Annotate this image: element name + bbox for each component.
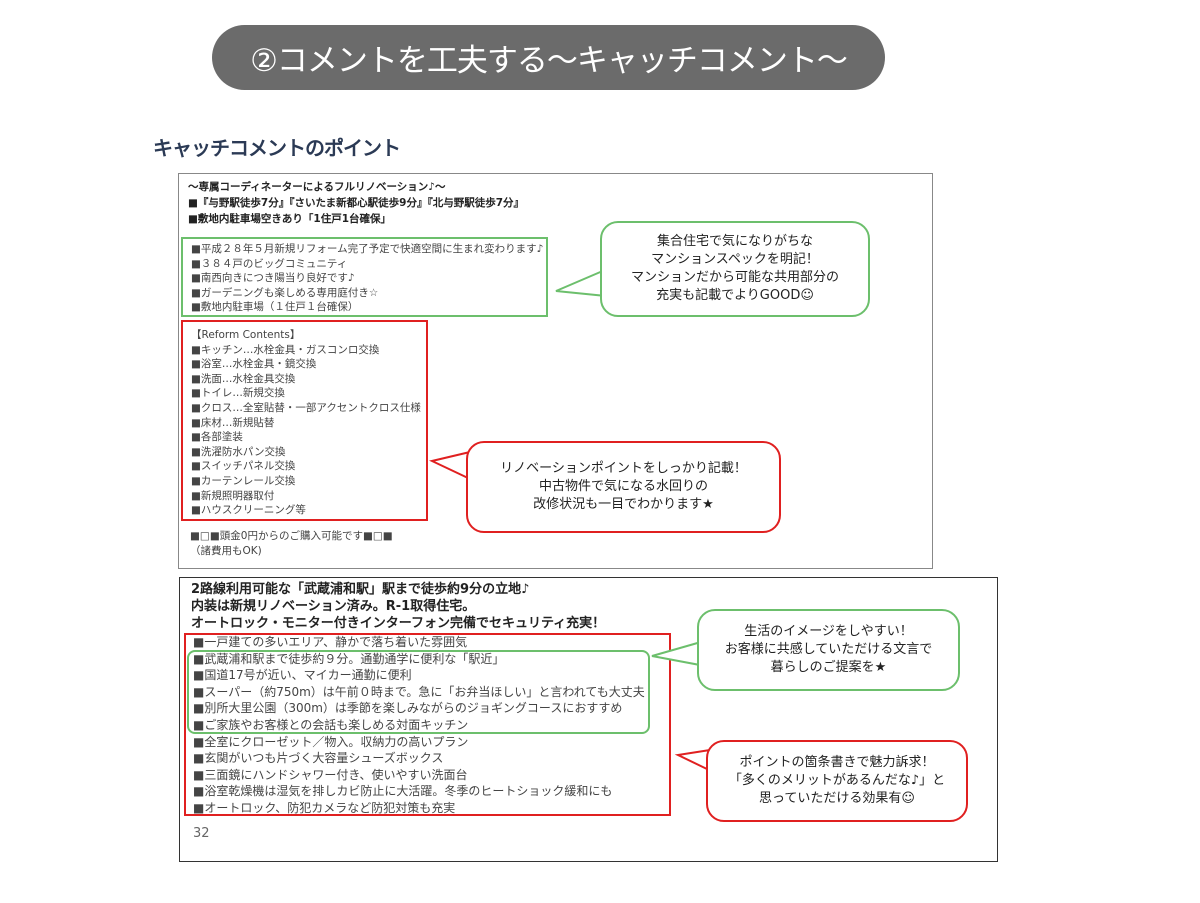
- text-line: ■３８４戸のビッグコミュニティ: [191, 257, 348, 270]
- text-line: ■ハウスクリーニング等: [191, 504, 306, 517]
- text-line: ■スイッチパネル交換: [191, 460, 296, 473]
- text-line: ■トイレ…新規交換: [191, 387, 285, 400]
- text-line: ■浴室…水栓金具・鏡交換: [191, 358, 317, 371]
- text-line: ■カーテンレール交換: [191, 474, 296, 487]
- callout-renovation: リノベーションポイントをしっかり記載！ 中古物件で気になる水回りの改修状況も一目で…: [466, 441, 781, 533]
- highlight-box-green: [187, 650, 650, 734]
- text-line: ■新規照明器取付: [191, 489, 275, 502]
- example-listing-1: [178, 173, 933, 569]
- text-line: ■□■頭金0円からのご購入可能です■□■: [190, 530, 393, 542]
- slide-title: ②コメントを工夫する～キャッチコメント～: [212, 25, 885, 90]
- text-line: ～専属コーディネーターによるフルリノベーション♪～: [188, 181, 446, 193]
- callout-lifestyle: 生活のイメージをしやすい！ お客様に共感していただける文言で暮らしのご提案を★: [697, 609, 960, 691]
- callout-line: 充実も記載でよりGOOD☺: [656, 288, 814, 303]
- text-line: 内装は新規リノベーション済み。R-1取得住宅。: [191, 599, 476, 614]
- text-line: ■キッチン…水栓金具・ガスコンロ交換: [191, 343, 380, 356]
- text-line: ■一戸建ての多いエリア、静かで落ち着いた雰囲気: [193, 635, 468, 649]
- text-line: ■『与野駅徒歩7分』『さいたま新都心駅徒歩9分』『北与野駅徒歩7分』: [188, 197, 525, 209]
- highlight-box-red: [184, 633, 671, 816]
- text-line: ■平成２８年５月新規リフォーム完了予定で快適空間に生まれ変わります♪: [191, 243, 544, 255]
- text-line: ■オートロック、防犯カメラなど防犯対策も充実: [193, 800, 456, 815]
- text-line: ■南西向きにつき陽当り良好です♪: [191, 272, 355, 285]
- text-line: ■三面鏡にハンドシャワー付き、使いやすい洗面台: [193, 767, 468, 782]
- text-line: ■洗面…水栓金具交換: [191, 372, 296, 385]
- example1-footer: ■□■頭金0円からのご購入可能です■□■ （諸費用もOK): [190, 529, 393, 558]
- text-line: ■国道17号が近い、マイカー通勤に便利: [193, 668, 412, 683]
- text-line: ■ガーデニングも楽しめる専用庭付き☆: [191, 286, 379, 299]
- text-line: ■洗濯防水パン交換: [191, 445, 286, 458]
- example1-header: ～専属コーディネーターによるフルリノベーション♪～ ■『与野駅徒歩7分』『さいた…: [188, 179, 524, 227]
- text-line: ■浴室乾燥機は湿気を排しカビ防止に大活躍。冬季のヒートショック緩和にも: [193, 784, 613, 799]
- callout-line: ポイントの箇条書きで魅力訴求！: [739, 755, 935, 770]
- page-number: 32: [193, 826, 210, 841]
- text-line: ■敷地内駐車場（１住戸１台確保）: [191, 301, 359, 314]
- callout-line: 「多くのメリットがあるんだな♪」と: [728, 773, 946, 788]
- text-line: 2路線利用可能な「武蔵浦和駅」駅まで徒歩約9分の立地♪: [191, 582, 530, 597]
- callout-line: 生活のイメージをしやすい！: [744, 624, 913, 639]
- text-line: ■敷地内駐車場空きあり「1住戸1台確保」: [188, 213, 392, 225]
- text-line: ■玄関がいつも片づく大容量シューズボックス: [193, 751, 444, 766]
- example-listing-2: [179, 577, 998, 862]
- callout-line: お客様に共感していただける文言で: [724, 642, 933, 657]
- callout-line: 中古物件で気になる水回りの: [538, 479, 708, 494]
- section-heading: キャッチコメントのポイント: [153, 136, 401, 160]
- text-line: ■クロス…全室貼替・一部アクセントクロス仕様: [191, 401, 421, 414]
- text-line: （諸費用もOK): [190, 544, 262, 557]
- text-line: ■スーパー（約750m）は午前０時まで。急に「お弁当ほしい」と言われても大丈夫: [193, 684, 645, 699]
- example2-body: ■一戸建ての多いエリア、静かで落ち着いた雰囲気 ■武蔵浦和駅まで徒歩約９分。通勤…: [193, 634, 645, 817]
- text-line: オートロック・モニター付きインターフォン完備でセキュリティ充実！: [191, 616, 606, 631]
- highlight-box-green: ■平成２８年５月新規リフォーム完了予定で快適空間に生まれ変わります♪ ■３８４戸…: [181, 237, 548, 317]
- text-line: 【Reform Contents】: [191, 329, 301, 341]
- callout-line: マンションスペックを明記！: [651, 252, 819, 267]
- text-line: ■床材…新規貼替: [191, 416, 275, 429]
- text-line: ■ご家族やお客様との会話も楽しめる対面キッチン: [193, 717, 469, 732]
- highlight-box-red: 【Reform Contents】 ■キッチン…水栓金具・ガスコンロ交換 ■浴室…: [181, 320, 428, 521]
- callout-line: 集合住宅で気になりがちな: [656, 234, 813, 249]
- callout-spec: 集合住宅で気になりがちなマンションスペックを明記！ マンションだから可能な共用部分…: [600, 221, 870, 317]
- text-line: ■別所大里公園（300m）は季節を楽しみながらのジョギングコースにおすすめ: [193, 701, 623, 716]
- callout-line: 暮らしのご提案を★: [770, 660, 887, 675]
- callout-line: 思っていただける効果有☺: [759, 791, 915, 806]
- callout-line: 改修状況も一目でわかります★: [533, 497, 714, 512]
- callout-bullets: ポイントの箇条書きで魅力訴求！ 「多くのメリットがあるんだな♪」と思っていただける…: [706, 740, 968, 822]
- callout-line: マンションだから可能な共用部分の: [630, 270, 839, 285]
- example2-header: 2路線利用可能な「武蔵浦和駅」駅まで徒歩約9分の立地♪ 内装は新規リノベーション…: [191, 581, 605, 632]
- text-line: ■各部塗装: [191, 431, 243, 444]
- text-line: ■武蔵浦和駅まで徒歩約９分。通勤通学に便利な「駅近」: [193, 651, 505, 666]
- text-line: ■全室にクローゼット／物入。収納力の高いプラン: [193, 734, 469, 749]
- callout-line: リノベーションポイントをしっかり記載！: [500, 461, 747, 476]
